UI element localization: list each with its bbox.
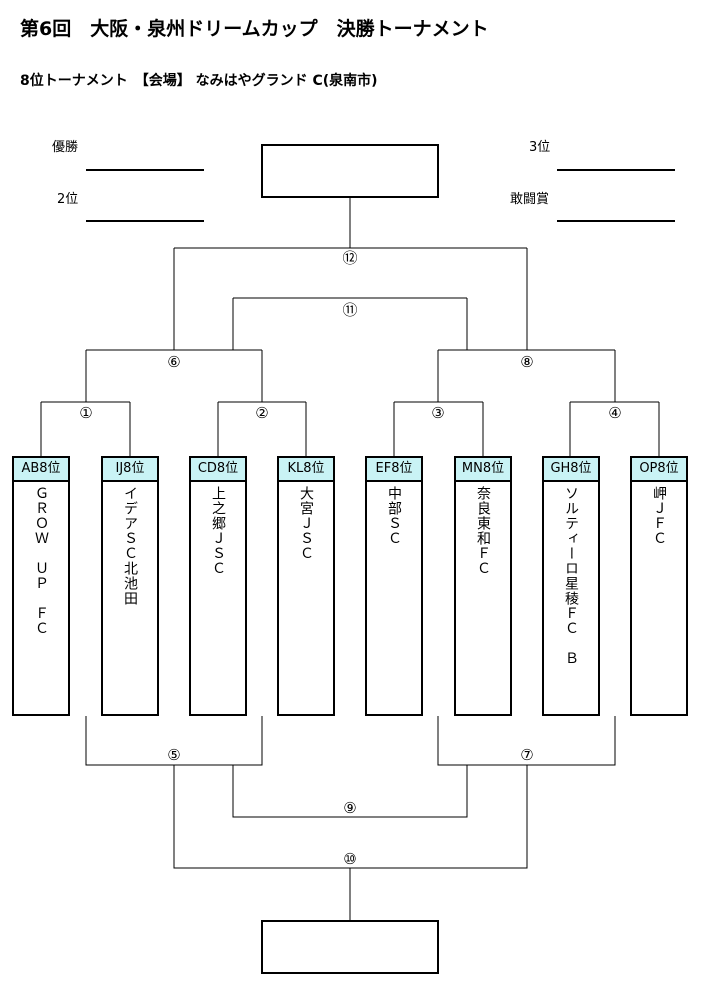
team-name: 大宮ＪＳＣ (298, 486, 314, 561)
team-seed: CD8位 (191, 458, 245, 482)
team-card: AB8位 ＧＲＯＷ ＵＰ ＦＣ (12, 456, 70, 716)
match-7-number: ⑦ (520, 746, 534, 764)
award-fighting-line (557, 220, 675, 222)
match-2-number: ② (255, 404, 269, 422)
team-seed: KL8位 (279, 458, 333, 482)
team-name: 奈良東和ＦＣ (475, 486, 491, 576)
champion-box (261, 144, 439, 198)
team-name: 中部ＳＣ (386, 486, 402, 546)
award-fighting-label: 敢闘賞 (510, 192, 550, 207)
team-card: IJ8位 イデアＳＣ北池田 (101, 456, 159, 716)
team-card: EF8位 中部ＳＣ (365, 456, 423, 716)
match-6-number: ⑥ (167, 353, 181, 371)
award-first-line (86, 169, 204, 171)
match-1-number: ① (79, 404, 93, 422)
team-card: GH8位 ソルティーロ星稜ＦＣ Ｂ (542, 456, 600, 716)
award-third-line (557, 169, 675, 171)
team-card: CD8位 上之郷ＪＳＣ (189, 456, 247, 716)
match-8-number: ⑧ (520, 353, 534, 371)
team-card: KL8位 大宮ＪＳＣ (277, 456, 335, 716)
page-subtitle: 8位トーナメント 【会場】 なみはやグランド C(泉南市) (20, 73, 378, 89)
team-name: ソルティーロ星稜ＦＣ Ｂ (563, 486, 579, 666)
page-title: 第6回 大阪・泉州ドリームカップ 決勝トーナメント (20, 18, 489, 40)
match-11-number: ⑪ (342, 301, 358, 319)
team-name: 岬ＪＦＣ (651, 486, 667, 546)
award-third-label: 3位 (529, 140, 551, 155)
fifth-place-box (261, 920, 439, 974)
team-name: イデアＳＣ北池田 (122, 486, 138, 606)
match-12-number: ⑫ (342, 249, 358, 267)
team-seed: MN8位 (456, 458, 510, 482)
team-seed: GH8位 (544, 458, 598, 482)
team-seed: EF8位 (367, 458, 421, 482)
team-name: ＧＲＯＷ ＵＰ ＦＣ (33, 486, 49, 636)
team-card: OP8位 岬ＪＦＣ (630, 456, 688, 716)
match-10-number: ⑩ (343, 850, 357, 868)
team-seed: AB8位 (14, 458, 68, 482)
award-first-label: 優勝 (52, 140, 79, 155)
match-4-number: ④ (608, 404, 622, 422)
team-card: MN8位 奈良東和ＦＣ (454, 456, 512, 716)
award-second-label: 2位 (57, 192, 79, 207)
match-9-number: ⑨ (343, 799, 357, 817)
match-5-number: ⑤ (167, 746, 181, 764)
team-name: 上之郷ＪＳＣ (210, 486, 226, 576)
match-3-number: ③ (431, 404, 445, 422)
team-seed: IJ8位 (103, 458, 157, 482)
team-seed: OP8位 (632, 458, 686, 482)
award-second-line (86, 220, 204, 222)
